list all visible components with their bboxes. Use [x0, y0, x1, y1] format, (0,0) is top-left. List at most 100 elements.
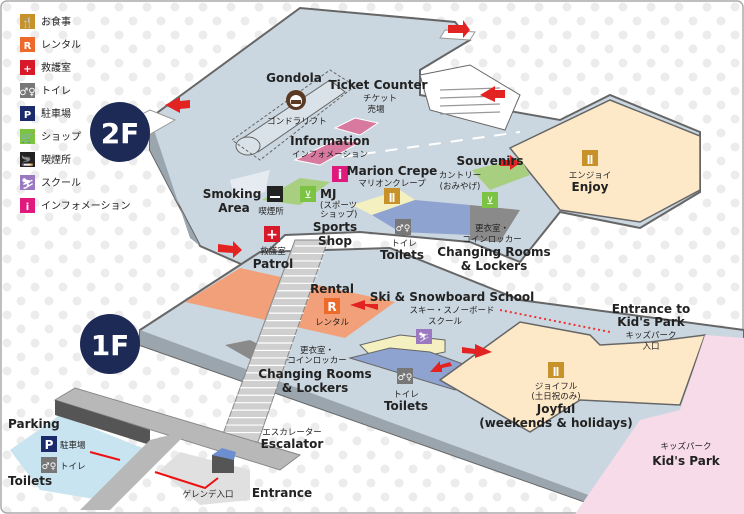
- legend-item: i インフォメーション: [20, 198, 131, 213]
- shop-icon[interactable]: ⊻: [300, 186, 316, 202]
- school-icon-glyph: ⛷: [21, 178, 34, 190]
- toilets-1f-jp: トイレ: [393, 390, 419, 400]
- enjoy-label-jp: エンジョイ: [569, 171, 612, 181]
- svg-text:⛷: ⛷: [418, 332, 429, 343]
- svg-text:P: P: [45, 438, 54, 452]
- souvenirs-label: Souvenirs: [456, 154, 523, 168]
- smoking-icon: [20, 152, 35, 167]
- restaurant-icon: [20, 14, 35, 29]
- legend-label: スクール: [41, 177, 81, 189]
- parking-icon[interactable]: P: [41, 436, 57, 452]
- souvenirs-label-jp1: カントリー: [439, 171, 482, 181]
- legend-label: ショップ: [41, 131, 81, 143]
- restaurant-icon[interactable]: ǁ: [384, 188, 400, 204]
- patrol-label-jp: 救護室: [260, 246, 286, 257]
- gondola-icon: [286, 90, 306, 110]
- parking-label-jp: 駐車場: [60, 440, 86, 451]
- svg-text:⊻: ⊻: [486, 196, 493, 207]
- changing-2f-label: Changing Rooms: [437, 245, 550, 259]
- restaurant-icon[interactable]: ǁ: [582, 150, 598, 166]
- information-icon[interactable]: i: [332, 166, 348, 183]
- sports-shop-label: Sports: [313, 220, 357, 234]
- mj-label-jp2: ショップ): [320, 210, 357, 220]
- smoking-icon[interactable]: [267, 186, 283, 202]
- school-label-jp1: スキー・スノーボード: [409, 306, 494, 316]
- school-icon: [20, 175, 35, 190]
- parking-icon-glyph: P: [24, 110, 31, 121]
- toilet-icon[interactable]: ♂♀: [41, 457, 57, 473]
- svg-text:ǁ: ǁ: [587, 154, 594, 165]
- entrance-label-jp: ゲレンデ入口: [182, 489, 233, 500]
- joyful-label-2: (weekends & holidays): [479, 416, 633, 430]
- floor-2f-label: 2F: [101, 117, 140, 150]
- patrol-label: Patrol: [253, 257, 294, 271]
- information-label-jp: インフォメーション: [292, 150, 368, 160]
- first-aid-icon-glyph: +: [23, 64, 31, 75]
- legend-item: 🍴お食事: [20, 14, 71, 29]
- escalator-label: Escalator: [261, 437, 324, 451]
- toilets-2f-label-jp: トイレ: [391, 239, 417, 249]
- legend-label: 救護室: [41, 61, 71, 74]
- legend-item: 🛒 ショップ: [20, 129, 81, 144]
- toilet-icon-glyph: ♂♀: [19, 87, 35, 98]
- direction-arrows: [165, 20, 520, 372]
- information-icon-glyph: i: [26, 202, 29, 213]
- legend-item: P 駐車場: [20, 106, 71, 121]
- changing-2f-jp2: コインロッカー: [462, 235, 522, 245]
- rental-icon[interactable]: R: [324, 298, 340, 314]
- svg-text:ǁ: ǁ: [553, 366, 560, 377]
- legend-label: インフォメーション: [41, 201, 131, 212]
- mj-label-jp1: (スポーツ: [320, 201, 357, 211]
- restaurant-icon-glyph: 🍴: [21, 16, 33, 29]
- ticket-label-jp1: チケット: [363, 94, 397, 104]
- kids-entrance-label-2: Kid's Park: [617, 315, 685, 329]
- shop-icon: [20, 129, 35, 144]
- svg-text:ǁ: ǁ: [389, 192, 396, 203]
- souvenirs-label-jp2: (おみやげ): [440, 182, 481, 192]
- smoking-label-jp: 喫煙所: [258, 206, 284, 217]
- kids-entrance-jp2: 入口: [642, 342, 659, 352]
- ticket-counter-label: Ticket Counter: [328, 78, 427, 92]
- enjoy-label: Enjoy: [572, 180, 609, 194]
- changing-2f-jp1: 更衣室・: [475, 223, 509, 234]
- toilets-1f-label: Toilets: [384, 399, 428, 413]
- changing-1f-label: Changing Rooms: [258, 367, 371, 381]
- gondola-label: Gondola: [266, 71, 322, 85]
- svg-text:♂♀: ♂♀: [398, 373, 413, 383]
- school-label: Ski & Snowboard School: [370, 290, 535, 304]
- legend-label: レンタル: [41, 39, 81, 51]
- legend-item: ⛷ スクール: [20, 175, 81, 190]
- parking-label: Parking: [8, 417, 60, 431]
- sports-shop-label-2: Shop: [318, 234, 352, 248]
- school-label-jp2: スクール: [428, 317, 463, 327]
- rental-icon-glyph: R: [24, 41, 32, 52]
- gondola-label-jp: ゴンドラリフト: [267, 116, 327, 127]
- svg-text:R: R: [327, 300, 336, 314]
- crepe-label: Marion Crepe: [347, 164, 438, 178]
- labels: Gondola ゴンドラリフト Ticket Counter チケット 売場 I…: [8, 71, 721, 500]
- kids-park-jp: キッズパーク: [660, 441, 711, 452]
- legend-label: 喫煙所: [41, 154, 71, 166]
- kids-entrance-label: Entrance to: [612, 302, 690, 316]
- toilet-icon[interactable]: ♂♀: [397, 368, 413, 384]
- svg-text:⊻: ⊻: [304, 190, 311, 201]
- toilets-2f-label: Toilets: [380, 248, 424, 262]
- shop-icon[interactable]: ⊻: [482, 192, 498, 208]
- joyful-jp1: ジョイフル: [535, 382, 578, 392]
- parking-icon: [20, 106, 35, 121]
- svg-text:+: +: [266, 227, 278, 243]
- toilet-icon[interactable]: ♂♀: [395, 219, 411, 235]
- ground-toilets-jp: トイレ: [60, 462, 86, 472]
- shop-icon-glyph: 🛒: [21, 131, 33, 144]
- first-aid-icon[interactable]: +: [264, 226, 280, 243]
- changing-1f-jp1: 更衣室・: [300, 345, 334, 356]
- school-icon[interactable]: ⛷: [416, 329, 432, 344]
- restaurant-icon[interactable]: ǁ: [548, 362, 564, 378]
- legend-label: 駐車場: [41, 107, 71, 120]
- legend-item: ♂♀トイレ: [19, 83, 71, 98]
- changing-2f-label-2: & Lockers: [461, 259, 528, 273]
- escalator-label-jp: エスカレーター: [262, 428, 322, 438]
- smoking-label: Smoking: [203, 187, 262, 201]
